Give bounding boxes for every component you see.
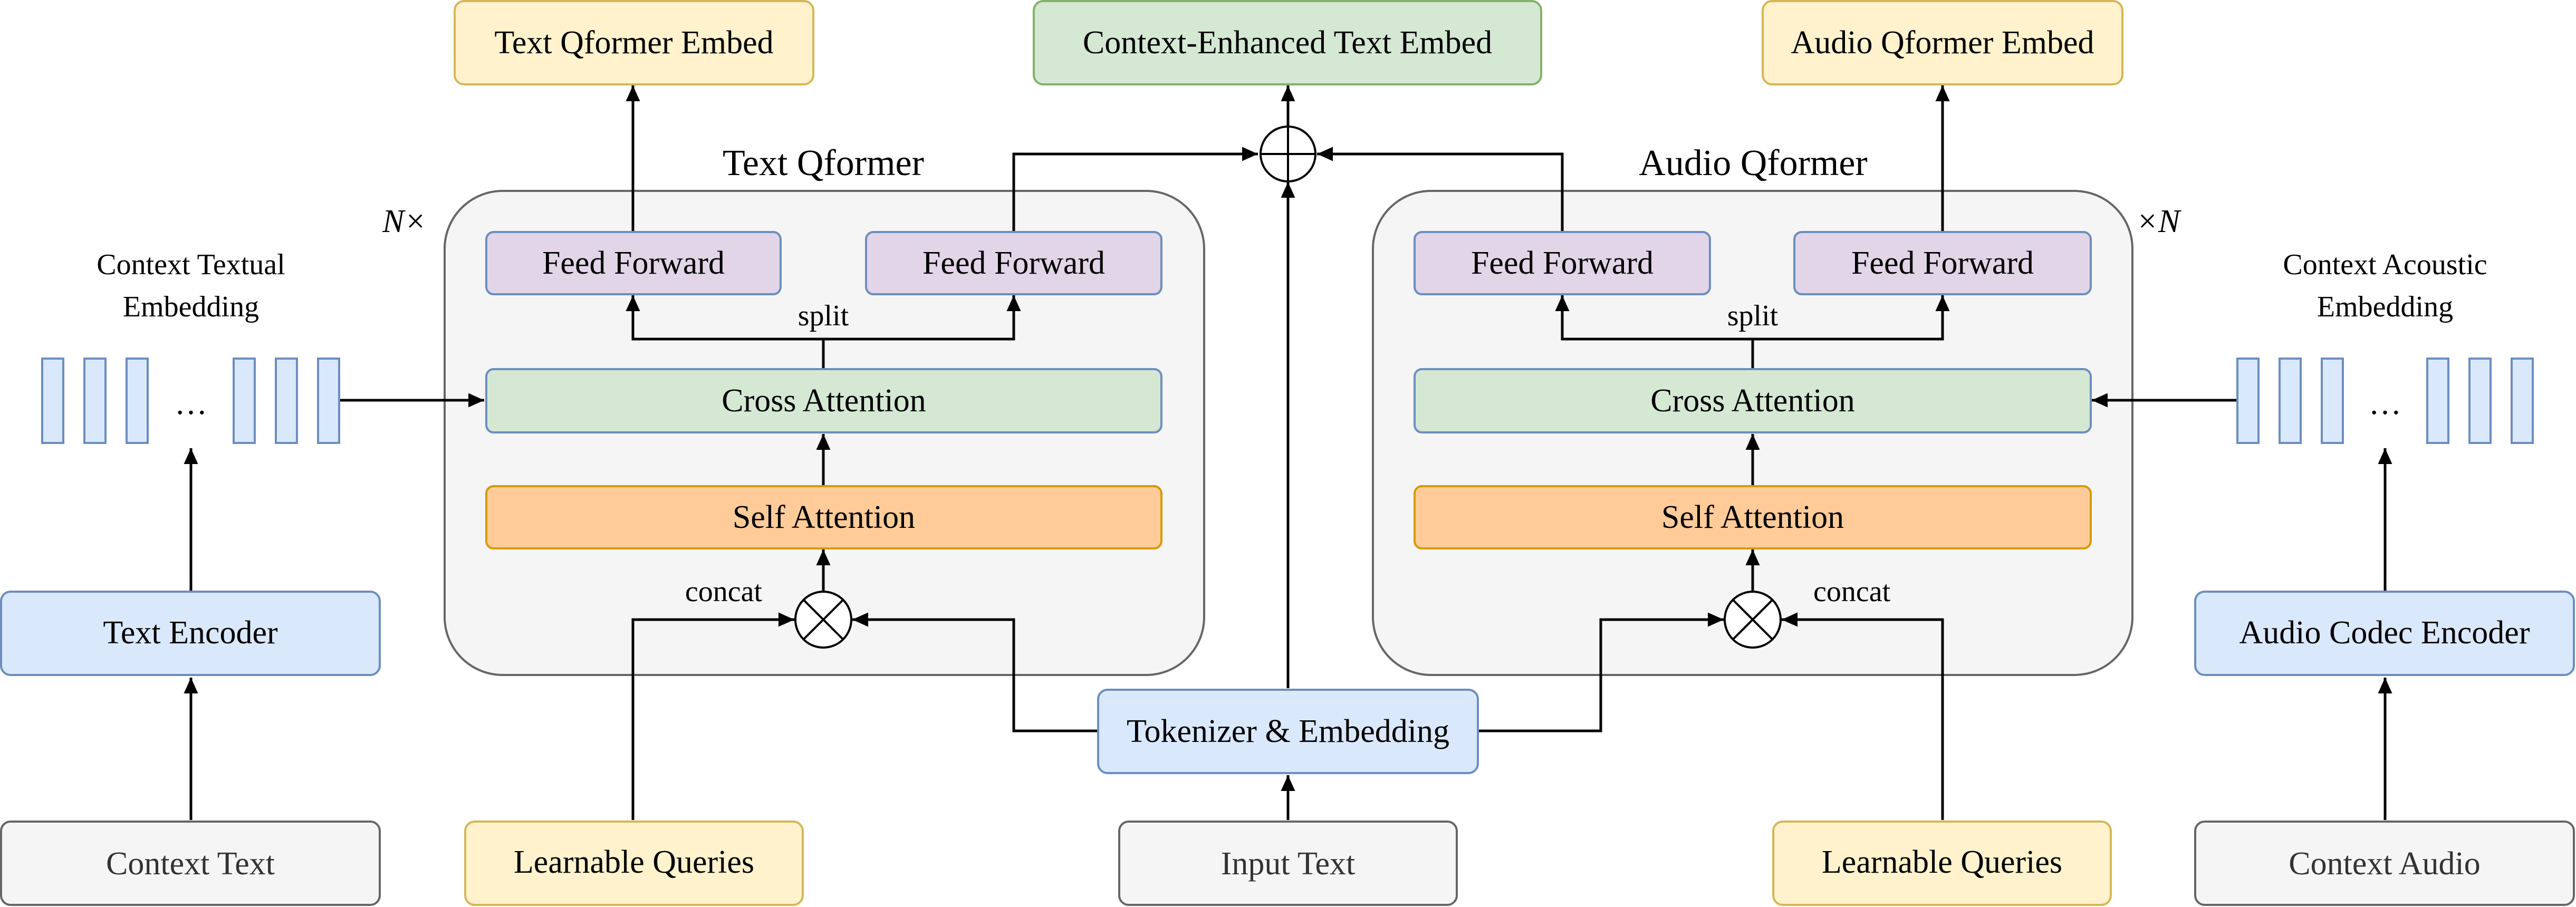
text-learnable-queries-box: [464, 821, 804, 906]
audio-concat-circle-times-icon: [1724, 591, 1782, 649]
audio-codec-encoder-box: [2194, 591, 2575, 676]
sum-circle-plus-icon: [1260, 126, 1316, 182]
embedding-vector: [233, 358, 256, 444]
audio-self-attention-label: Self Attention: [1661, 499, 1844, 535]
text-qformer-title: Text Qformer: [723, 143, 924, 184]
embedding-vector: [83, 358, 107, 444]
text-self-attention-box: [485, 485, 1162, 549]
context-enhanced-text-embed-label: Context-Enhanced Text Embed: [1083, 25, 1492, 61]
edge-text-split-to-ffn-right: [823, 295, 1021, 341]
text-ffn-left-box: [485, 231, 782, 295]
input-text-box: [1118, 821, 1458, 906]
embedding-vector: [41, 358, 64, 444]
edge-audio-queries-to-concat: [1782, 612, 1944, 820]
context-textual-embedding-ellipsis: …: [175, 385, 207, 421]
context-textual-embedding-label-line1: Context Textual: [97, 248, 285, 281]
text-encoder-label: Text Encoder: [103, 615, 278, 651]
context-enhanced-text-embed-box: [1033, 0, 1542, 85]
edges: [184, 85, 2392, 820]
text-cross-attention-box: [485, 368, 1162, 433]
embedding-vector: [2321, 358, 2344, 444]
context-acoustic-embedding-label-line1: Context Acoustic: [2283, 248, 2487, 281]
audio-cross-attention-box: [1414, 368, 2092, 433]
input-text-label: Input Text: [1221, 846, 1356, 882]
audio-qformer-repeat-label: ×N: [2136, 204, 2182, 239]
audio-qformer-embed-box: [1762, 0, 2123, 85]
audio-learnable-queries-label: Learnable Queries: [1822, 844, 2062, 880]
context-textual-embedding-vectors: [41, 358, 340, 444]
audio-qformer-embed-label: Audio Qformer Embed: [1791, 25, 2094, 61]
context-acoustic-embedding-label-line2: Embedding: [2317, 291, 2453, 323]
text-ffn-left-label: Feed Forward: [542, 245, 725, 281]
edge-tokenizer-to-audio-concat: [1478, 612, 1724, 732]
audio-codec-encoder-label: Audio Codec Encoder: [2239, 615, 2530, 651]
context-audio-label: Context Audio: [2289, 846, 2480, 882]
text-cross-attention-label: Cross Attention: [722, 383, 926, 419]
tokenizer-embedding-label: Tokenizer & Embedding: [1127, 713, 1449, 749]
edge-audio-split-to-ffn-right: [1753, 295, 1950, 341]
audio-self-attention-box: [1414, 485, 2092, 549]
text-ffn-right-box: [865, 231, 1162, 295]
context-text-box: [0, 821, 381, 906]
edge-text-ffn-right-to-sum: [1012, 147, 1258, 232]
text-qformer-embed-label: Text Qformer Embed: [494, 25, 773, 61]
embedding-vector: [2468, 358, 2492, 444]
embedding-vector: [2426, 358, 2449, 444]
audio-split-label: split: [1727, 300, 1779, 332]
text-split-label: split: [798, 300, 849, 332]
audio-concat-label: concat: [1813, 575, 1891, 608]
embedding-vector: [317, 358, 340, 444]
text-ffn-right-label: Feed Forward: [922, 245, 1105, 281]
embedding-vector: [2236, 358, 2260, 444]
embedding-vector: [275, 358, 298, 444]
text-learnable-queries-label: Learnable Queries: [514, 844, 754, 880]
embedding-vector: [126, 358, 149, 444]
text-qformer-embed-box: [454, 0, 814, 85]
audio-ffn-left-box: [1414, 231, 1711, 295]
audio-ffn-left-label: Feed Forward: [1471, 245, 1654, 281]
edge-audio-split-to-ffn-left: [1555, 295, 1753, 341]
context-audio-box: [2194, 821, 2575, 906]
context-text-label: Context Text: [106, 846, 275, 882]
text-concat-circle-times-icon: [794, 591, 852, 649]
context-acoustic-embedding-ellipsis: …: [2369, 385, 2401, 421]
audio-ffn-right-box: [1793, 231, 2092, 295]
audio-ffn-right-label: Feed Forward: [1851, 245, 2034, 281]
text-concat-label: concat: [685, 575, 763, 608]
embedding-vector: [2511, 358, 2534, 444]
audio-qformer-title: Audio Qformer: [1639, 143, 1868, 184]
tokenizer-embedding-box: [1097, 689, 1479, 774]
edge-audio-ffn-left-to-sum: [1317, 147, 1564, 232]
edge-tokenizer-to-text-concat: [852, 612, 1098, 732]
text-encoder-box: [0, 591, 381, 676]
embedding-vector: [2279, 358, 2302, 444]
text-self-attention-label: Self Attention: [733, 499, 915, 535]
audio-learnable-queries-box: [1772, 821, 2112, 906]
context-textual-embedding-label-line2: Embedding: [123, 291, 259, 323]
edge-text-split-to-ffn-left: [626, 295, 823, 341]
edge-text-queries-to-concat: [631, 612, 794, 820]
context-acoustic-embedding-vectors: [2236, 358, 2534, 444]
audio-cross-attention-label: Cross Attention: [1650, 383, 1855, 419]
text-qformer-repeat-label: N×: [382, 204, 426, 239]
